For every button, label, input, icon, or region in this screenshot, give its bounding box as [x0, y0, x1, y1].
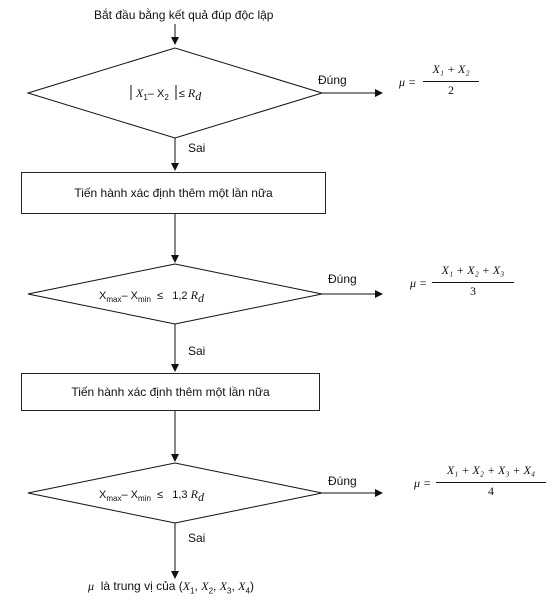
yes-label-2: Đúng — [328, 272, 357, 286]
no-label-2: Sai — [188, 344, 206, 358]
no-label-3: Sai — [188, 531, 206, 545]
result-formula-3: μ = X₁ + X₂ + X₃ + X₄ 4 — [414, 463, 549, 503]
decision-condition-1: X1– X2≤ Rd — [136, 86, 202, 104]
decision-condition-2: Xmax– Xmin ≤ 1,2 Rd — [99, 288, 204, 306]
start-label: Bắt đầu bằng kết quả đúp độc lập — [94, 8, 274, 22]
no-label-1: Sai — [188, 141, 206, 155]
decision-condition-3: Xmax– Xmin ≤ 1,3 Rd — [99, 487, 204, 505]
yes-label-3: Đúng — [328, 474, 357, 488]
process-box-1-label: Tiến hành xác định thêm một lần nữa — [74, 186, 273, 200]
result-formula-2: μ = X₁ + X₂ + X₃ 3 — [410, 263, 520, 303]
final-statement: μ là trung vị của (X1, X2, X3, X4) — [88, 579, 254, 596]
process-box-2-label: Tiến hành xác định thêm một lần nữa — [71, 385, 270, 399]
process-box-1: Tiến hành xác định thêm một lần nữa — [21, 172, 326, 214]
process-box-2: Tiến hành xác định thêm một lần nữa — [21, 373, 320, 411]
result-formula-1: μ = X₁ + X₂ 2 — [399, 62, 489, 102]
yes-label-1: Đúng — [318, 73, 347, 87]
